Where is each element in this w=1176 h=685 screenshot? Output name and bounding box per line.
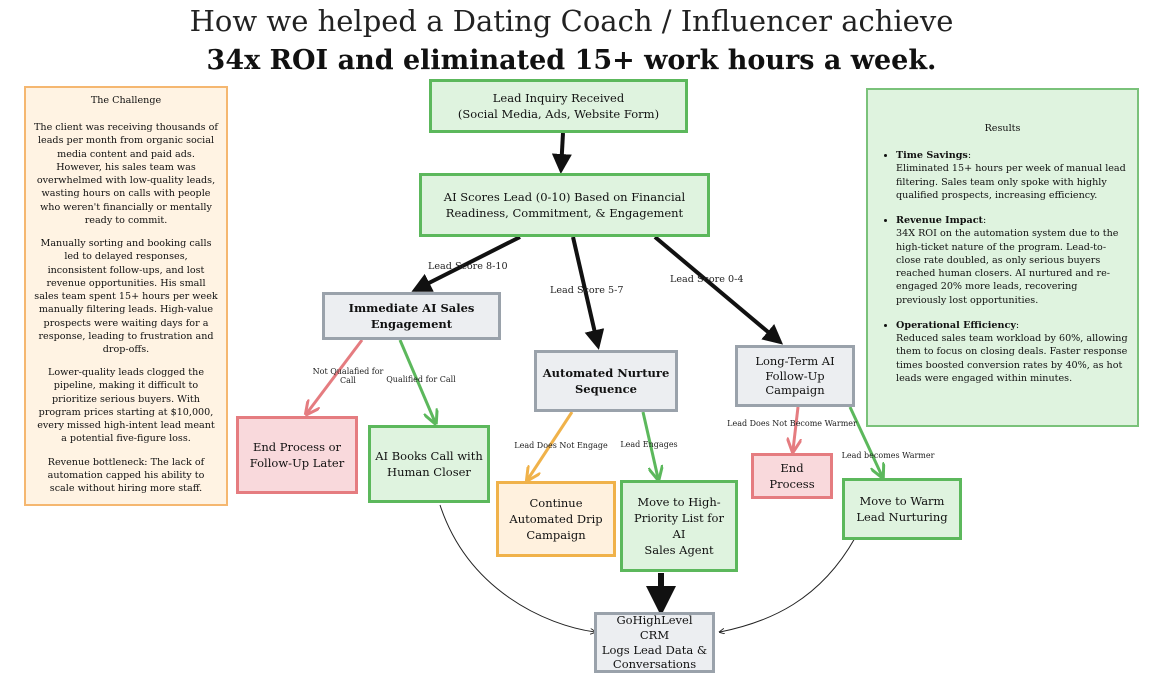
node-books-call: AI Books Call with Human Closer <box>368 425 490 503</box>
edge-scores-to-longterm <box>653 235 784 345</box>
edge-immediate-to-bookscall <box>398 339 435 422</box>
edge-label-qualified: Qualified for Call <box>386 375 456 384</box>
node-lead-inquiry: Lead Inquiry Received (Social Media, Ads… <box>429 79 688 133</box>
results-item-label: Revenue Impact <box>896 215 983 227</box>
results-item-text: 34X ROI on the automation system due to … <box>896 228 1119 306</box>
edge-longterm-to-end <box>793 406 798 450</box>
edge-immediate-to-endlater <box>307 339 364 413</box>
node-continue-drip: Continue Automated Drip Campaign <box>496 481 616 557</box>
edge-label-score-mid: Lead Score 5-7 <box>550 285 624 296</box>
node-end-process: End Process <box>751 453 833 499</box>
challenge-paragraph: Revenue bottleneck: The lack of automati… <box>47 456 205 495</box>
node-end-process-or-later: End Process or Follow-Up Later <box>236 416 358 494</box>
edge-nurture-to-drip <box>528 411 574 479</box>
challenge-paragraph: Manually sorting and booking calls led t… <box>34 238 218 355</box>
edge-label-not-warmer: Lead Does Not Become Warmer <box>727 419 857 428</box>
challenge-paragraph: Lower-quality leads clogged the pipeline… <box>37 367 215 445</box>
edge-warm-to-crm <box>720 537 856 632</box>
node-ai-scores: AI Scores Lead (0-10) Based on Financial… <box>419 173 710 237</box>
results-panel: Results Time Savings:Eliminated 15+ hour… <box>866 88 1139 427</box>
node-nurture-sequence: Automated Nurture Sequence <box>534 350 678 412</box>
edge-label-engages: Lead Engages <box>620 440 678 449</box>
results-item-operational-efficiency: Operational Efficiency:Reduced sales tea… <box>896 319 1129 385</box>
page-title-line-2: 34x ROI and eliminated 15+ work hours a … <box>206 45 937 76</box>
node-long-term-followup: Long-Term AI Follow-Up Campaign <box>735 345 855 407</box>
node-crm-logs: GoHighLevel CRM Logs Lead Data & Convers… <box>594 612 715 673</box>
results-item-time-savings: Time Savings:Eliminated 15+ hours per we… <box>896 149 1129 202</box>
node-high-priority: Move to High- Priority List for AI Sales… <box>620 480 738 572</box>
node-warm-nurturing: Move to Warm Lead Nurturing <box>842 478 962 540</box>
results-item-text: Reduced sales team workload by 60%, allo… <box>896 333 1128 384</box>
edge-label-not-qualified: Not Qualafied for Call <box>312 367 384 385</box>
results-item-label: Time Savings <box>896 150 968 162</box>
edge-inquiry-to-scores <box>551 132 572 174</box>
results-heading: Results <box>984 123 1021 134</box>
results-item-text: Eliminated 15+ hours per week of manual … <box>896 163 1126 201</box>
challenge-heading: The Challenge <box>90 95 162 106</box>
edge-label-score-high: Lead Score 8-10 <box>428 261 508 272</box>
edge-scores-to-nurture <box>571 236 605 350</box>
edge-scores-to-immediate <box>411 235 521 292</box>
node-immediate-engagement: Immediate AI Sales Engagement <box>322 292 501 340</box>
results-item-revenue-impact: Revenue Impact: 34X ROI on the automatio… <box>896 214 1129 307</box>
edge-nurture-to-highpriority <box>641 411 658 478</box>
results-item-label: Operational Efficiency <box>896 319 1016 331</box>
results-list: Time Savings:Eliminated 15+ hours per we… <box>876 149 1129 385</box>
edge-label-not-engage: Lead Does Not Engage <box>514 441 608 450</box>
challenge-paragraph: The client was receiving thousands of le… <box>34 122 218 226</box>
edge-label-warmer: Lead becomes Warmer <box>841 451 935 460</box>
edge-label-score-low: Lead Score 0-4 <box>670 274 744 285</box>
edge-longterm-to-warm <box>848 406 882 476</box>
challenge-panel: The Challenge The client was receiving t… <box>24 86 228 506</box>
edge-bookscall-to-crm <box>439 504 595 632</box>
page-title-line-1: How we helped a Dating Coach / Influence… <box>189 4 954 38</box>
